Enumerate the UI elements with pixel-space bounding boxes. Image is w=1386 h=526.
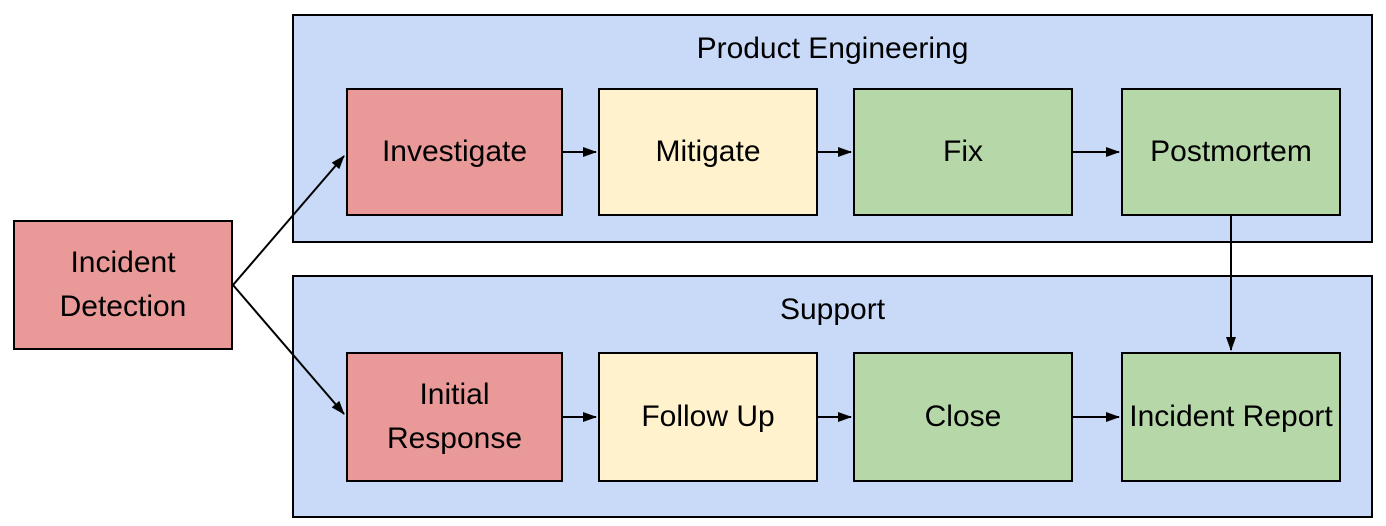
node-label: Initial Response	[386, 378, 523, 455]
node-postmortem: Postmortem	[1121, 88, 1341, 216]
node-mitigate: Mitigate	[598, 88, 818, 216]
lane-title-product-engineering: Product Engineering	[696, 32, 969, 65]
node-incident-detection: Incident Detection	[13, 220, 233, 350]
node-initial-response: Initial Response	[346, 352, 563, 482]
node-label: Follow Up	[641, 400, 775, 433]
node-fix: Fix	[853, 88, 1073, 216]
node-label: Investigate	[381, 135, 528, 168]
node-label: Incident Report	[1129, 400, 1333, 433]
node-close: Close	[853, 352, 1073, 482]
node-label: Incident Detection	[59, 246, 187, 323]
lane-title-support: Support	[779, 293, 886, 326]
node-label: Close	[924, 400, 1002, 433]
node-label: Postmortem	[1150, 135, 1312, 168]
node-investigate: Investigate	[346, 88, 563, 216]
node-label: Mitigate	[655, 135, 761, 168]
node-label: Fix	[943, 135, 983, 168]
node-incident-report: Incident Report	[1121, 352, 1341, 482]
node-follow-up: Follow Up	[598, 352, 818, 482]
